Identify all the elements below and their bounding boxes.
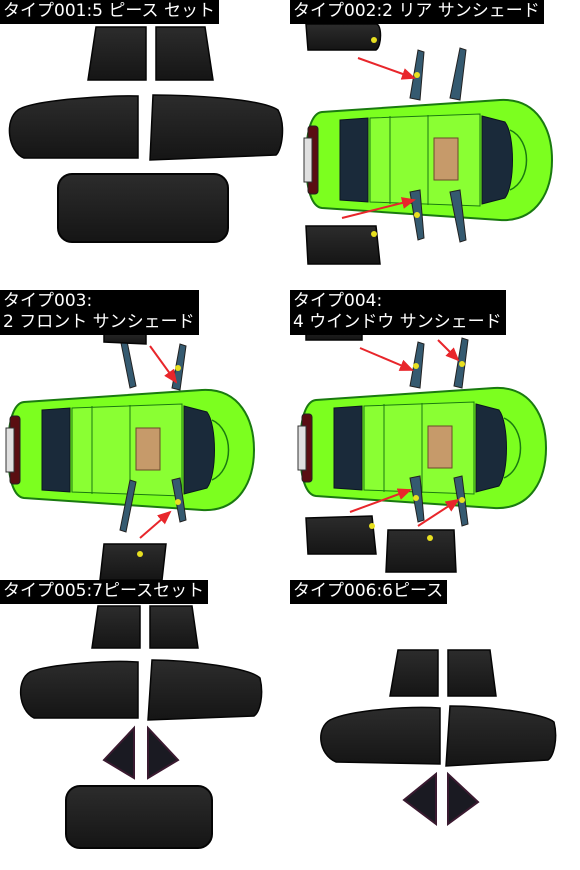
panel-type-002: タイプ002:2 リア サンシェード [290,0,580,290]
panel-type-003: タイプ003: 2 フロント サンシェード [0,290,290,580]
sunshade-set-5-illustration [8,26,284,243]
sunshade-panel-icon [8,95,139,159]
sunshade-panel-icon [65,785,213,849]
panel-label: タイプ003: 2 フロント サンシェード [0,290,199,335]
sunshade-panel-icon [447,649,497,697]
suction-cup-icon [413,363,419,369]
sunshade-panel-icon [91,605,141,649]
suction-cup-icon [414,212,420,218]
suction-cup-icon [459,497,465,503]
sunshade-panel-icon [305,225,381,265]
quarter-window-shade-icon [402,771,437,826]
green-car-top-view-icon [303,98,553,222]
panel-label: タイプ001:5 ピース セット [0,0,219,24]
panel-type-005: タイプ005:7ピースセット [0,580,290,870]
panel-label: タイプ006:6ピース [290,580,448,604]
sunshade-panel-icon [155,26,214,81]
suction-cup-icon [414,72,420,78]
sunshade-panel-icon [305,515,377,555]
red-arrow-icon [359,347,414,371]
panel-type-001: タイプ001:5 ピース セット [0,0,290,290]
red-arrow-icon [349,488,412,513]
red-arrow-icon [417,498,460,527]
sunshade-set-6-illustration [320,649,557,826]
panel-label: タイプ005:7ピースセット [0,580,209,604]
sunshade-panel-icon [147,659,263,721]
sunshade-panel-icon [445,705,557,767]
sunshade-panel-icon [320,706,441,765]
green-car-top-view-icon [297,386,547,510]
suction-cup-icon [459,361,465,367]
sunshade-panel-icon [389,649,439,697]
quarter-window-shade-icon [447,771,480,826]
red-arrow-icon [357,57,416,80]
red-arrow-icon [341,197,416,219]
sunshade-panel-icon [57,173,229,243]
suction-cup-icon [175,499,181,505]
panel-label: タイプ002:2 リア サンシェード [290,0,544,24]
panel-label: タイプ004: 4 ウインドウ サンシェード [290,290,506,335]
sunshade-set-7-illustration [19,605,263,849]
suction-cup-icon [175,365,181,371]
red-arrow-icon [149,345,178,384]
sunshade-panel-icon [305,23,382,51]
panel-type-004: タイプ004: 4 ウインドウ サンシェード [290,290,580,580]
sunshade-panel-icon [149,605,199,649]
sunshade-panel-icon [149,94,284,161]
red-arrow-icon [437,339,460,362]
panel-type-006: タイプ006:6ピース [290,580,580,870]
red-arrow-icon [139,510,172,539]
suction-cup-icon [413,495,419,501]
rear-sunshade-illustration [303,23,553,265]
quarter-window-shade-icon [147,725,180,780]
sunshade-panel-icon [99,543,167,580]
sunshade-panel-icon [385,529,457,573]
sunshade-panel-icon [87,26,147,81]
quarter-window-shade-icon [102,725,135,780]
sunshade-panel-icon [19,660,139,719]
